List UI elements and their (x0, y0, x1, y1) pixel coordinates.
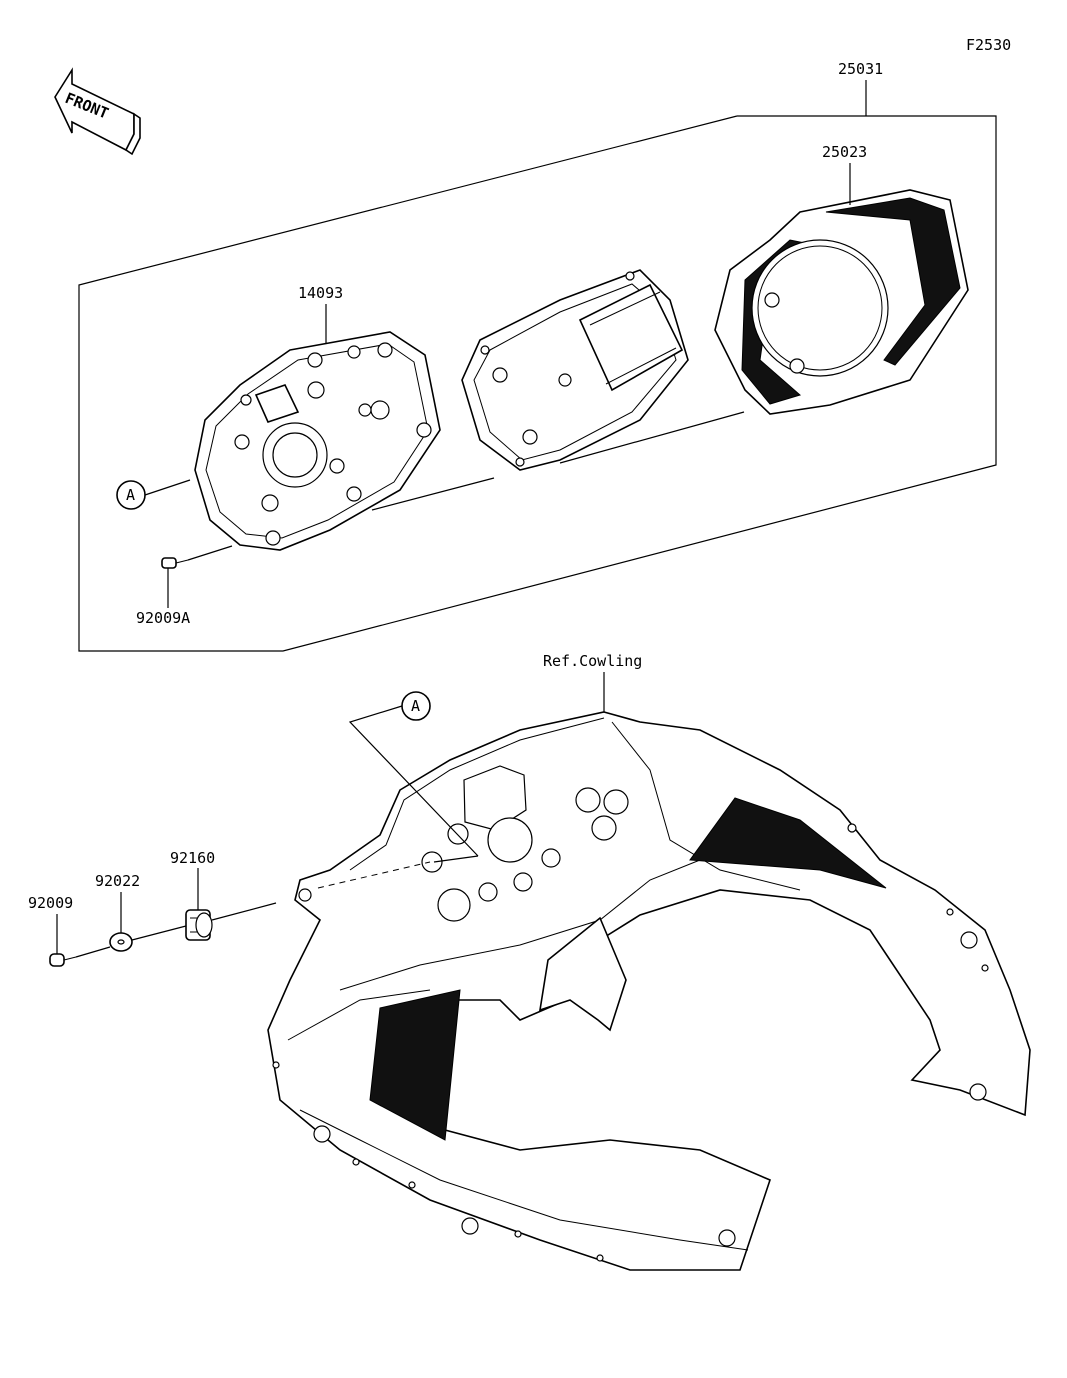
callout-92160: 92160 (170, 849, 215, 867)
washer-92022 (109, 932, 133, 952)
callout-92009a: 92009A (136, 609, 190, 627)
screw-92009 (49, 953, 77, 967)
assembly-frame (78, 115, 997, 652)
callout-92022: 92022 (95, 872, 140, 890)
damper-92160 (185, 909, 213, 941)
cowling (267, 711, 1031, 1271)
reference-mark-a-lower-label: A (411, 697, 420, 715)
front-arrow-icon: FRONT (54, 67, 141, 156)
screw-92009a (161, 557, 189, 569)
meter-cover (714, 189, 969, 415)
callout-25031: 25031 (838, 60, 883, 78)
callout-ref-cowling: Ref.Cowling (543, 652, 642, 670)
callout-92009: 92009 (28, 894, 73, 912)
reference-mark-a-upper-label: A (126, 486, 135, 504)
callout-25023: 25023 (822, 143, 867, 161)
callout-14093: 14093 (298, 284, 343, 302)
figure-code: F2530 (966, 36, 1011, 54)
meter-case (194, 331, 441, 551)
meter-display-unit (461, 269, 689, 471)
